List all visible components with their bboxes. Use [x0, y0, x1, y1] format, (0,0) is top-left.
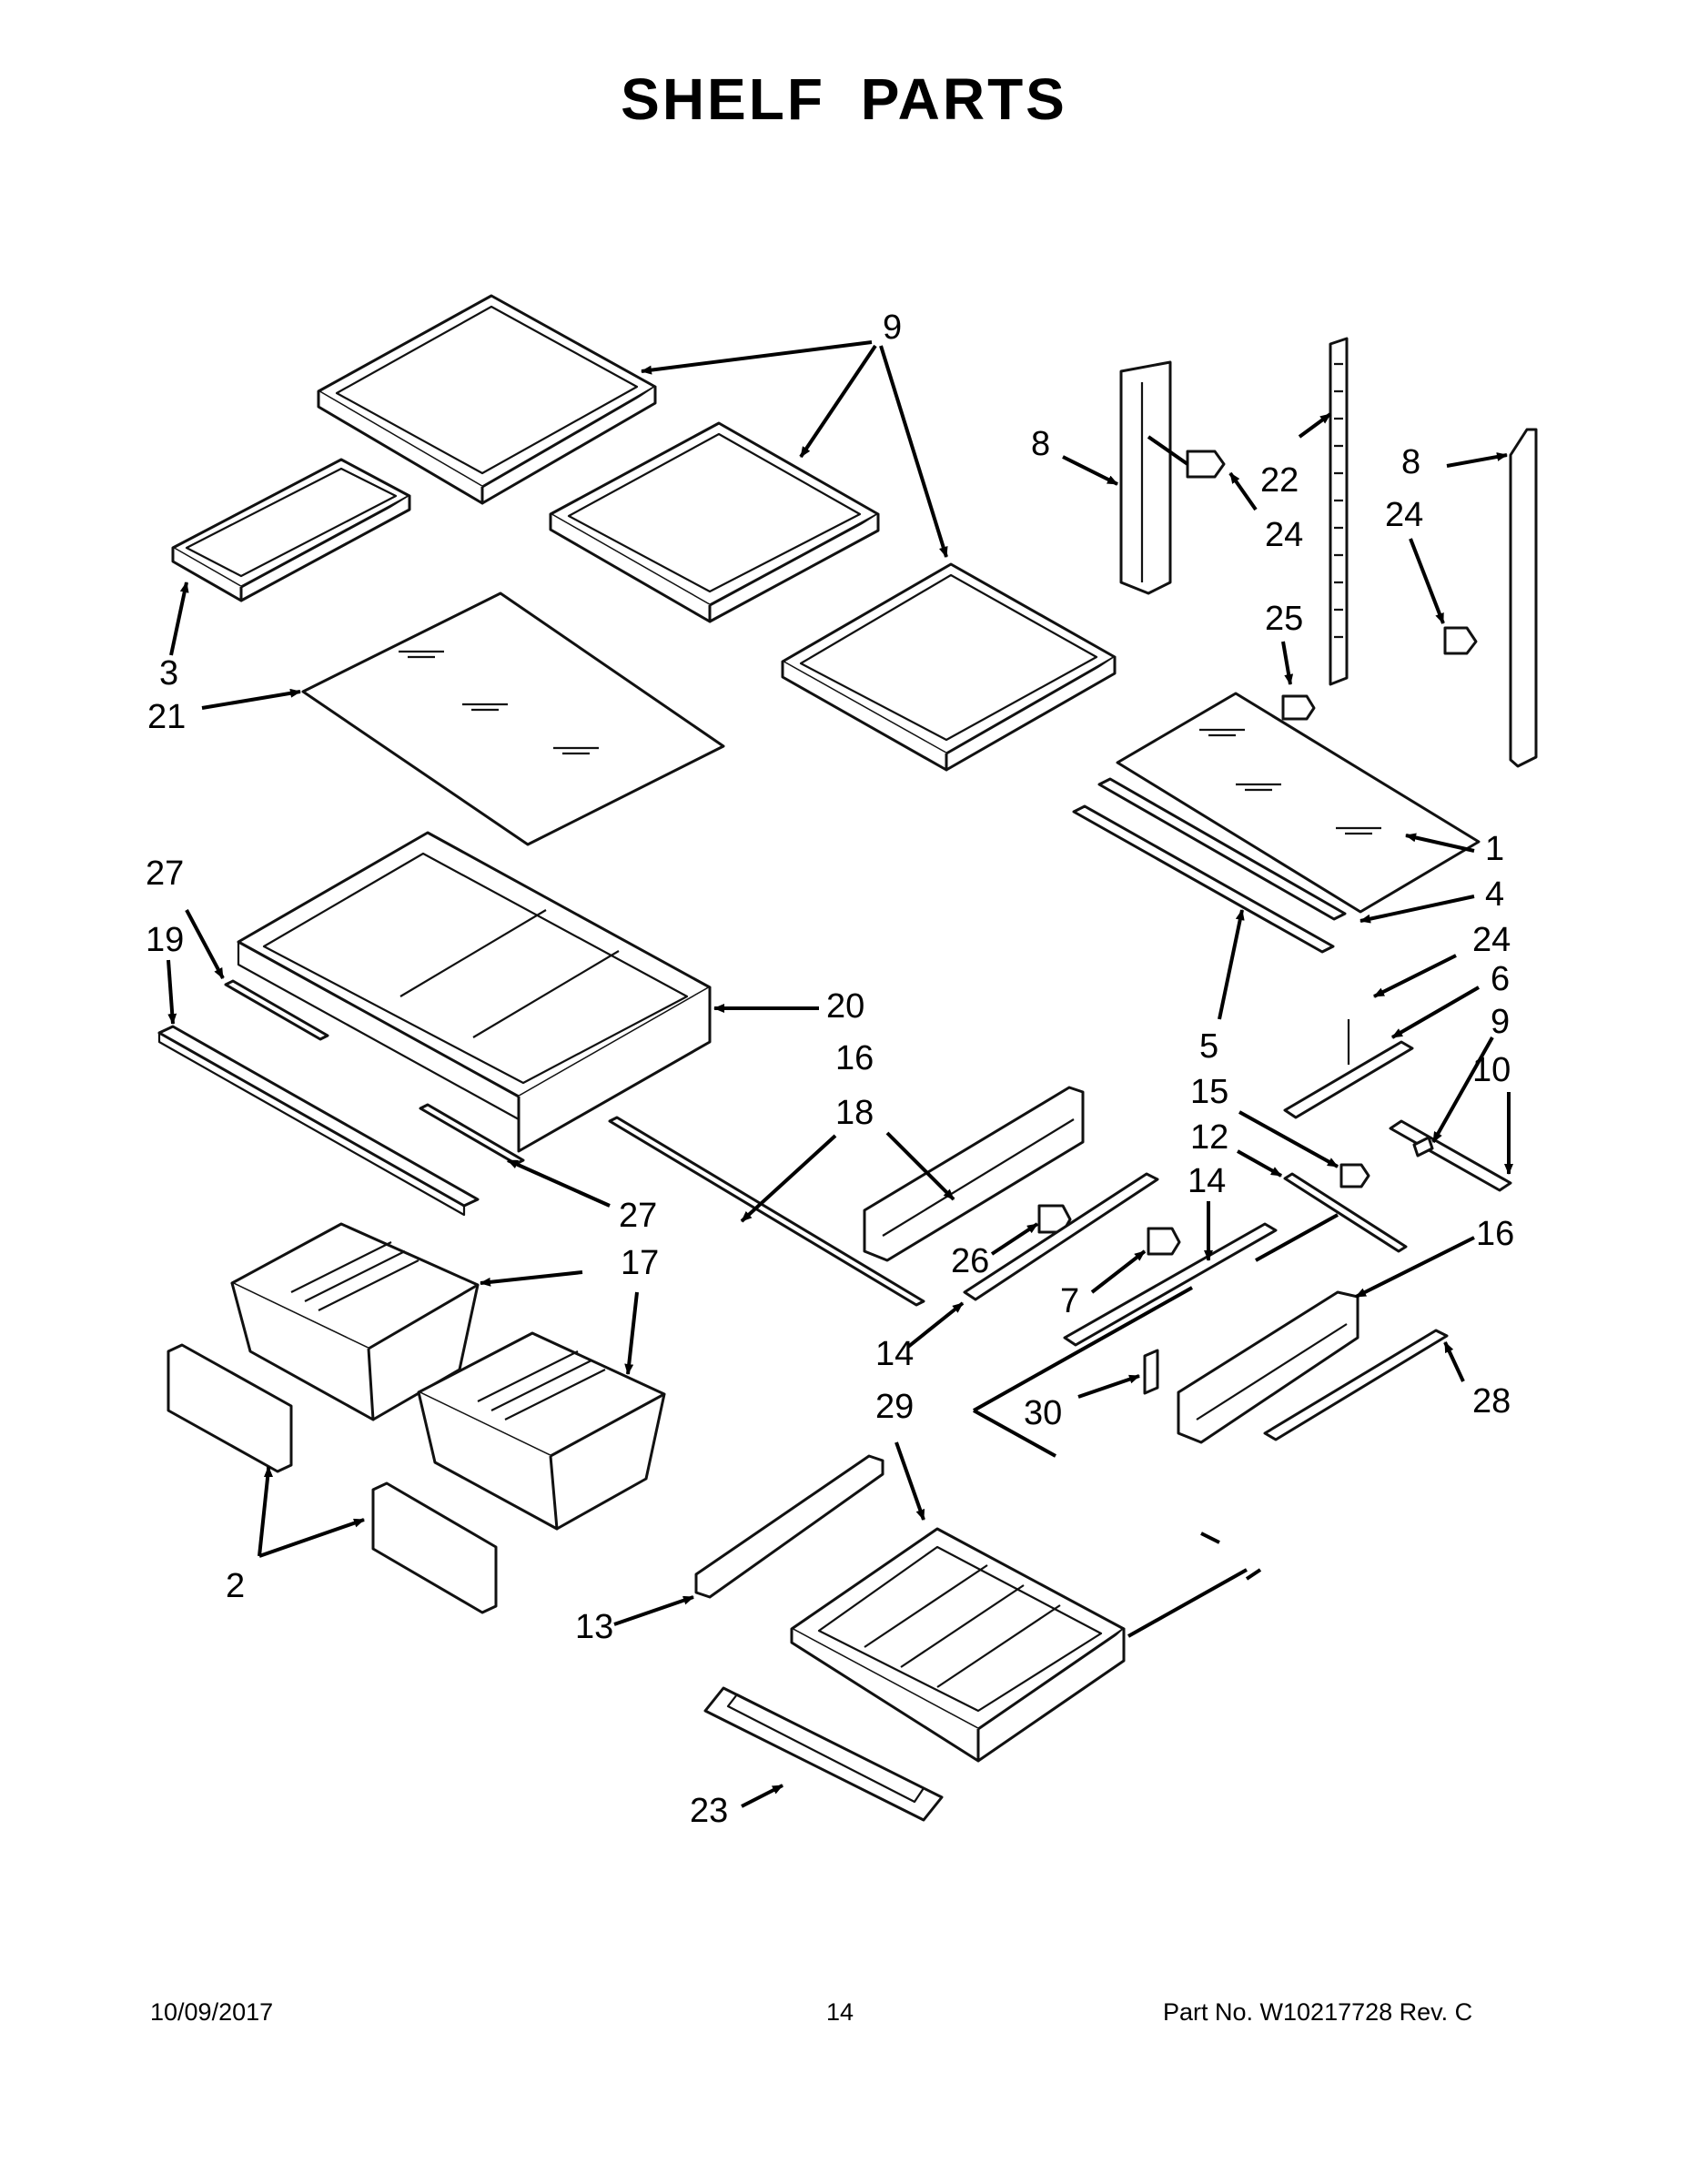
crisper-drawer-right — [417, 1331, 666, 1531]
callout-19: 19 — [146, 921, 184, 959]
crisper-drawer-left — [230, 1222, 480, 1421]
pantry-drawer-handle — [703, 1686, 944, 1822]
small-shelf-frame — [171, 458, 411, 602]
callout-11: 9 — [883, 308, 902, 347]
callout-1: 1 — [1485, 830, 1504, 868]
bracket-27-left — [224, 979, 329, 1041]
screw-24-right — [1443, 626, 1478, 655]
callout-14-lower: 14 — [875, 1335, 914, 1373]
callout-18: 18 — [835, 1094, 874, 1132]
callout-16-left: 16 — [835, 1039, 874, 1077]
callout-8-left: 8 — [1031, 425, 1050, 463]
ladder-rail — [1329, 337, 1349, 686]
leader-lines — [167, 340, 1513, 1808]
callout-17: 17 — [621, 1244, 659, 1282]
bracket-10 — [1389, 1119, 1512, 1192]
callout-27-top: 27 — [146, 854, 184, 893]
drawer-handle-left — [167, 1343, 293, 1473]
callout-7: 7 — [1060, 1282, 1079, 1320]
trim-strip-right — [1072, 777, 1347, 954]
shelf-frame-upper — [317, 294, 657, 505]
callout-5: 5 — [1199, 1027, 1218, 1066]
footer-page-number: 14 — [826, 1998, 854, 2026]
callout-30: 30 — [1024, 1394, 1062, 1432]
crisper-trim-front — [157, 1025, 480, 1217]
slide-14-right — [1063, 1222, 1278, 1347]
callout-27-lower: 27 — [619, 1197, 657, 1235]
callout-15: 15 — [1190, 1073, 1228, 1111]
callout-13: 13 — [575, 1608, 613, 1646]
bracket-27-right — [419, 1103, 525, 1166]
callout-labels: 9 8 22 24 8 24 25 3 21 1 4 5 24 6 9 10 1… — [146, 308, 1514, 1830]
callout-24-mid: 24 — [1472, 921, 1511, 959]
rod-28 — [1263, 1329, 1449, 1441]
trim-rod — [608, 1116, 925, 1307]
clip-9 — [1412, 1136, 1434, 1158]
assembly-line-upper — [973, 1213, 1339, 1458]
screw-24-upper — [1147, 435, 1226, 479]
glass-shelf-left — [301, 592, 725, 846]
callout-22: 22 — [1260, 461, 1299, 500]
callout-24-upper: 24 — [1265, 516, 1303, 554]
cover-support-left — [863, 1086, 1085, 1262]
screw-7 — [1147, 1227, 1181, 1256]
callout-4: 4 — [1485, 875, 1504, 914]
glass-shelf-right — [1116, 692, 1481, 914]
footer-date: 10/09/2017 — [150, 1998, 274, 2026]
callout-2: 2 — [226, 1567, 245, 1605]
callout-29: 29 — [875, 1388, 914, 1426]
callout-20: 20 — [826, 987, 864, 1026]
callout-24-right: 24 — [1385, 496, 1423, 534]
shelf-rail-right — [1509, 428, 1538, 768]
callout-14-upper: 14 — [1188, 1162, 1226, 1200]
shelf-frame-middle — [549, 421, 880, 623]
bracket-6 — [1283, 1019, 1414, 1119]
footer-part-number: Part No. W10217728 Rev. C — [1163, 1998, 1473, 2026]
slide-14-left — [963, 1172, 1159, 1301]
screw-15 — [1339, 1163, 1370, 1188]
callout-23: 23 — [690, 1792, 728, 1830]
callout-28: 28 — [1472, 1382, 1511, 1421]
callout-26: 26 — [951, 1242, 989, 1280]
callout-6: 6 — [1491, 960, 1510, 998]
callout-9: 9 — [1491, 1003, 1510, 1041]
callout-12: 12 — [1190, 1118, 1228, 1157]
assembly-line-lower — [1127, 1532, 1262, 1638]
shelf-rail-left — [1119, 360, 1172, 595]
drawer-handle-right — [371, 1481, 498, 1614]
callout-21: 21 — [147, 698, 186, 736]
callout-3: 3 — [159, 654, 178, 693]
cover-support-right — [1177, 1290, 1359, 1444]
crisper-cover-frame — [237, 831, 712, 1153]
shelf-frame-lower — [781, 562, 1117, 772]
callout-16-right: 16 — [1476, 1215, 1514, 1253]
screw-25 — [1281, 694, 1316, 721]
slide-13 — [694, 1454, 884, 1599]
clip-30 — [1143, 1349, 1159, 1395]
callout-8-right: 8 — [1401, 443, 1420, 481]
callout-10: 10 — [1472, 1051, 1511, 1089]
page-title: SHELF PARTS — [621, 66, 1067, 132]
rod-12 — [1283, 1172, 1408, 1253]
pantry-drawer — [790, 1527, 1126, 1763]
callout-25: 25 — [1265, 600, 1303, 638]
